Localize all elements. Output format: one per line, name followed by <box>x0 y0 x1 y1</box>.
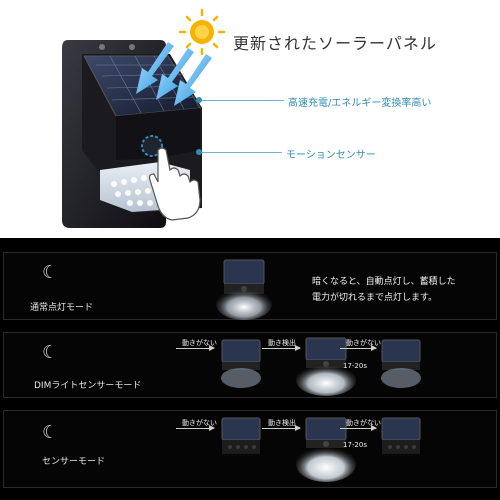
callout-dot-sensor <box>196 149 202 155</box>
lamp-on <box>216 259 272 320</box>
lamp-bright <box>296 337 356 396</box>
callout-efficiency: 高速充電/エネルギー変換率高い <box>288 98 432 109</box>
description-line-1: 暗くなると、自動点灯し、蓄積した <box>312 277 456 287</box>
flow-arrow <box>176 425 215 431</box>
mode-label-normal: 通常点灯モード <box>30 303 94 313</box>
step-label: 動きがない <box>346 339 381 347</box>
step-label: 動きがない <box>346 419 381 427</box>
moon-icon: ☾ <box>42 422 59 443</box>
lamp-bright <box>296 417 356 482</box>
callout-line-sensor <box>200 152 282 153</box>
step-label: 動きがない <box>182 339 217 347</box>
lamp-dim <box>381 339 421 388</box>
solar-light-illustration <box>62 8 226 228</box>
mode-label-sensor: センサーモード <box>42 457 106 467</box>
lamp-off <box>221 417 261 454</box>
flow-arrow <box>176 345 215 351</box>
flow-arrow <box>340 425 377 431</box>
lamp-off <box>381 417 421 454</box>
front-face <box>116 108 200 160</box>
mode-description-normal: 暗くなると、自動点灯し、蓄積した 電力が切れるまで点灯します。 <box>312 274 456 306</box>
flow-arrow <box>262 425 301 431</box>
step-label: 動き検出 <box>268 339 296 347</box>
sun-icon <box>178 8 226 56</box>
flow-arrow <box>262 345 301 351</box>
time-label: 17-20s <box>343 362 367 370</box>
moon-icon: ☾ <box>42 342 59 363</box>
callout-line-efficiency <box>200 100 284 101</box>
product-hero: 更新されたソーラーパネル 高速充電/エネルギー変換率高い モーションセンサー <box>0 0 500 238</box>
motion-sensor <box>141 135 163 157</box>
mode-label-dim: DIMライトセンサーモード <box>34 381 142 391</box>
description-line-2: 電力が切れるまで点灯します。 <box>312 293 438 303</box>
hand-pointer-icon <box>148 147 201 221</box>
moon-icon: ☾ <box>42 262 59 283</box>
light-arrow-icon <box>136 42 212 106</box>
callout-sensor: モーションセンサー <box>286 150 376 161</box>
lamp-dim <box>221 339 261 388</box>
callout-dot-efficiency <box>196 97 202 103</box>
step-label: 動きがない <box>182 419 217 427</box>
flow-arrow <box>340 345 377 351</box>
modes-section: ☾ 通常点灯モード 暗くなると、自動点灯し、蓄積した 電力が切れるまで点灯します… <box>0 238 500 500</box>
time-label: 17-20s <box>343 441 367 449</box>
step-label: 動き検出 <box>268 419 296 427</box>
headline: 更新されたソーラーパネル <box>233 34 437 53</box>
